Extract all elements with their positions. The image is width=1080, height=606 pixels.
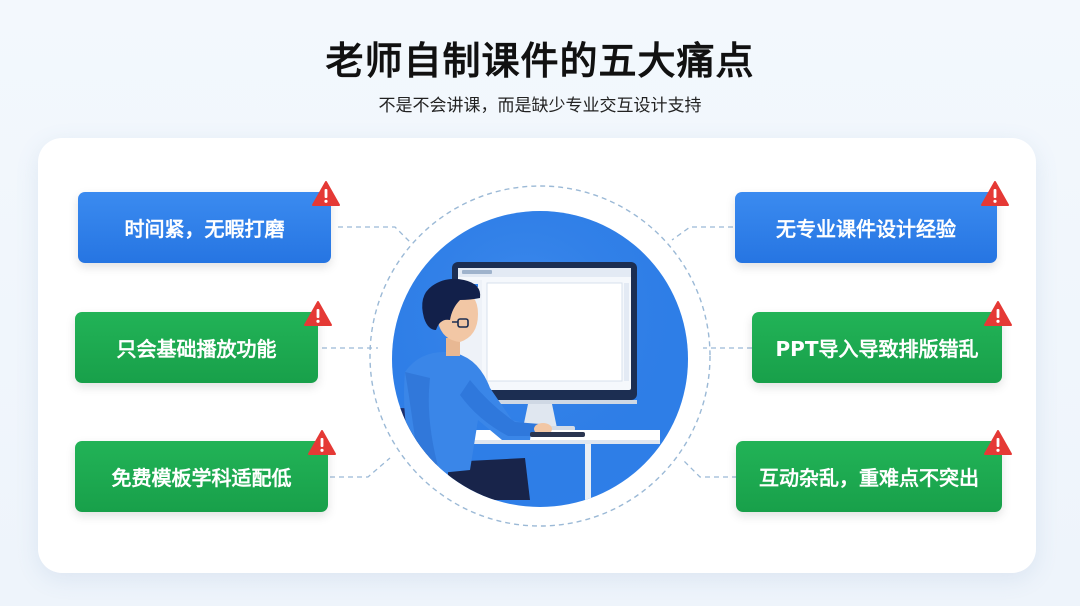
pain-point-label: 互动杂乱，重难点不突出 bbox=[759, 466, 979, 490]
pain-point-label: 无专业课件设计经验 bbox=[776, 217, 956, 241]
pain-point-label: 时间紧，无暇打磨 bbox=[124, 217, 285, 241]
page-subtitle: 不是不会讲课，而是缺少专业交互设计支持 bbox=[378, 96, 702, 116]
pain-point-label: PPT导入导致排版错乱 bbox=[775, 337, 979, 361]
pain-point-left-3: 免费模板学科适配低 bbox=[75, 441, 328, 512]
pain-point-label: 只会基础播放功能 bbox=[116, 337, 277, 361]
pain-point-right-3: 互动杂乱，重难点不突出 bbox=[736, 441, 1002, 512]
pain-point-left-2: 只会基础播放功能 bbox=[75, 312, 318, 383]
pain-point-right-2: PPT导入导致排版错乱 bbox=[752, 312, 1002, 383]
pain-point-label: 免费模板学科适配低 bbox=[111, 466, 292, 490]
pain-point-left-1: 时间紧，无暇打磨 bbox=[78, 192, 331, 263]
warning-triangle-icon bbox=[308, 430, 336, 455]
warning-triangle-icon bbox=[981, 181, 1009, 206]
warning-triangle-icon bbox=[984, 430, 1012, 455]
page-title: 老师自制课件的五大痛点 bbox=[325, 39, 755, 83]
warning-triangle-icon bbox=[304, 301, 332, 326]
pain-point-right-1: 无专业课件设计经验 bbox=[735, 192, 997, 263]
warning-triangle-icon bbox=[984, 301, 1012, 326]
warning-triangle-icon bbox=[312, 181, 340, 206]
